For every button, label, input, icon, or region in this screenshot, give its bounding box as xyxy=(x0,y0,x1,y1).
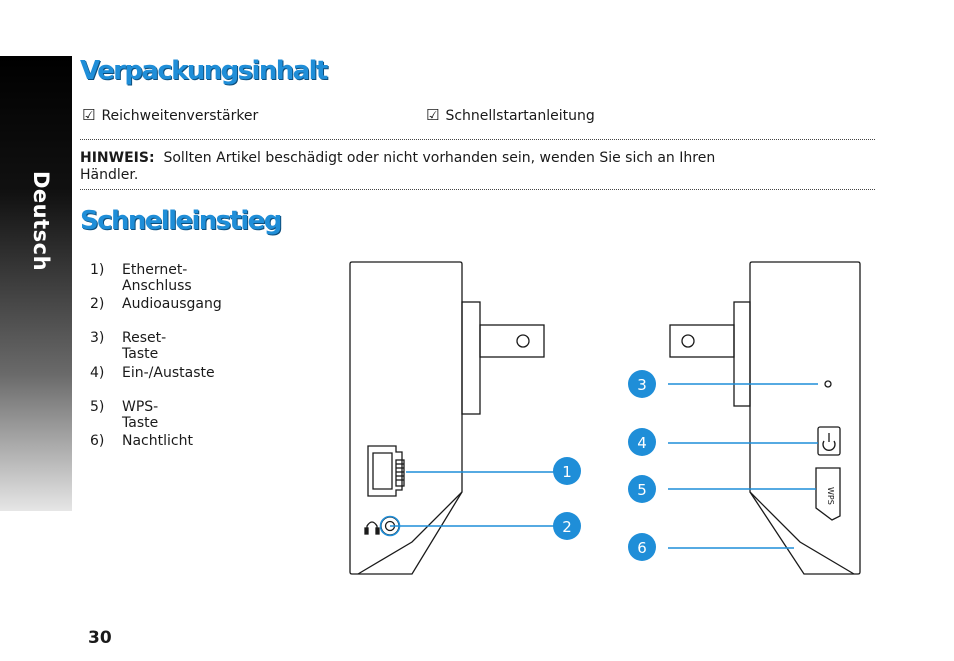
list-item-label: Ethernet-Anschluss xyxy=(122,262,192,294)
language-sidebar: Deutsch xyxy=(0,56,72,511)
callout-number: 4 xyxy=(637,434,647,452)
list-item-number: 1) xyxy=(90,262,105,278)
list-item-number: 4) xyxy=(90,364,105,381)
checklist-item-label: Reichweitenverstärker xyxy=(101,108,259,124)
note-text: Sollten Artikel beschädigt oder nicht vo… xyxy=(80,150,716,183)
section-title-quick-start: Schnelleinstieg xyxy=(80,206,282,236)
power-button-icon xyxy=(817,426,841,456)
callout-2: 2 xyxy=(553,512,581,540)
wps-label: WPS xyxy=(826,487,835,505)
callout-6: 6 xyxy=(628,533,656,561)
list-item-number: 5) xyxy=(90,398,105,415)
callout-number: 3 xyxy=(637,376,647,394)
device-right-side-view xyxy=(669,261,861,575)
note-box: HINWEIS: Sollten Artikel beschädigt oder… xyxy=(80,150,720,184)
callout-number: 6 xyxy=(637,539,647,557)
dotted-divider xyxy=(80,189,875,190)
callout-1: 1 xyxy=(553,457,581,485)
list-item-label: Audioausgang xyxy=(122,296,222,313)
callout-5: 5 xyxy=(628,475,656,503)
note-label: HINWEIS: xyxy=(80,150,155,166)
list-item-number: 6) xyxy=(90,432,105,449)
callout-number: 5 xyxy=(637,481,647,499)
dotted-divider xyxy=(80,139,875,140)
list-item-label: Nachtlicht xyxy=(122,432,193,449)
callout-3: 3 xyxy=(628,370,656,398)
device-left-side-view xyxy=(349,261,545,575)
page-number: 30 xyxy=(88,628,112,648)
callout-number: 1 xyxy=(562,463,572,481)
device-diagram: WPS 1 2 3 4 5 6 xyxy=(349,261,861,575)
checkbox-icon: ☑ xyxy=(426,106,440,124)
list-item-number: 3) xyxy=(90,330,105,347)
checklist-item: ☑ Schnellstartanleitung xyxy=(426,106,595,124)
headphone-icon xyxy=(364,521,380,535)
list-item-label: Ein-/Austaste xyxy=(122,364,215,381)
callout-number: 2 xyxy=(562,518,572,536)
list-item-label: Reset-Taste xyxy=(122,330,167,363)
section-title-package-contents: Verpackungsinhalt xyxy=(80,56,328,86)
checklist-item: ☑ Reichweitenverstärker xyxy=(82,106,258,124)
callout-4: 4 xyxy=(628,428,656,456)
checkbox-icon: ☑ xyxy=(82,106,96,124)
reset-hole-icon xyxy=(824,380,832,388)
list-item-label: WPS-Taste xyxy=(122,398,159,431)
checklist-item-label: Schnellstartanleitung xyxy=(445,108,595,124)
language-label: Deutsch xyxy=(29,170,53,272)
ethernet-port-icon xyxy=(367,445,405,497)
list-item-number: 2) xyxy=(90,296,105,313)
wps-button-icon xyxy=(815,467,841,521)
